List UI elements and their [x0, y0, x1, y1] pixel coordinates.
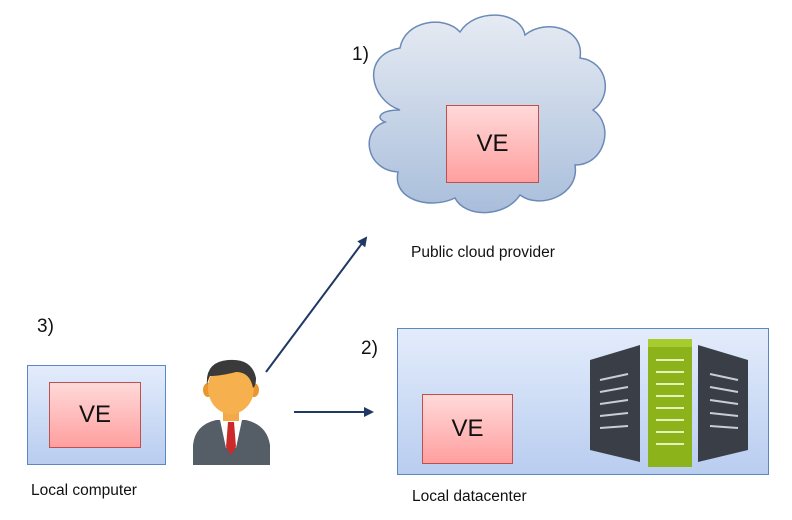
cloud-caption: Public cloud provider [411, 244, 555, 261]
datacenter-number: 2) [361, 338, 378, 359]
cloud-ve-box: VE [446, 105, 539, 183]
datacenter-caption: Local datacenter [412, 488, 527, 505]
cloud-number: 1) [352, 44, 369, 65]
computer-ve-label: VE [78, 401, 111, 428]
datacenter-ve-box: VE [422, 394, 513, 464]
datacenter-ve-label: VE [451, 415, 484, 442]
person-icon [193, 359, 270, 465]
computer-ve-box: VE [49, 382, 141, 448]
computer-caption: Local computer [31, 482, 137, 499]
computer-number: 3) [37, 316, 54, 337]
arrow-to-cloud [265, 236, 368, 373]
cloud-ve-label: VE [476, 130, 509, 157]
